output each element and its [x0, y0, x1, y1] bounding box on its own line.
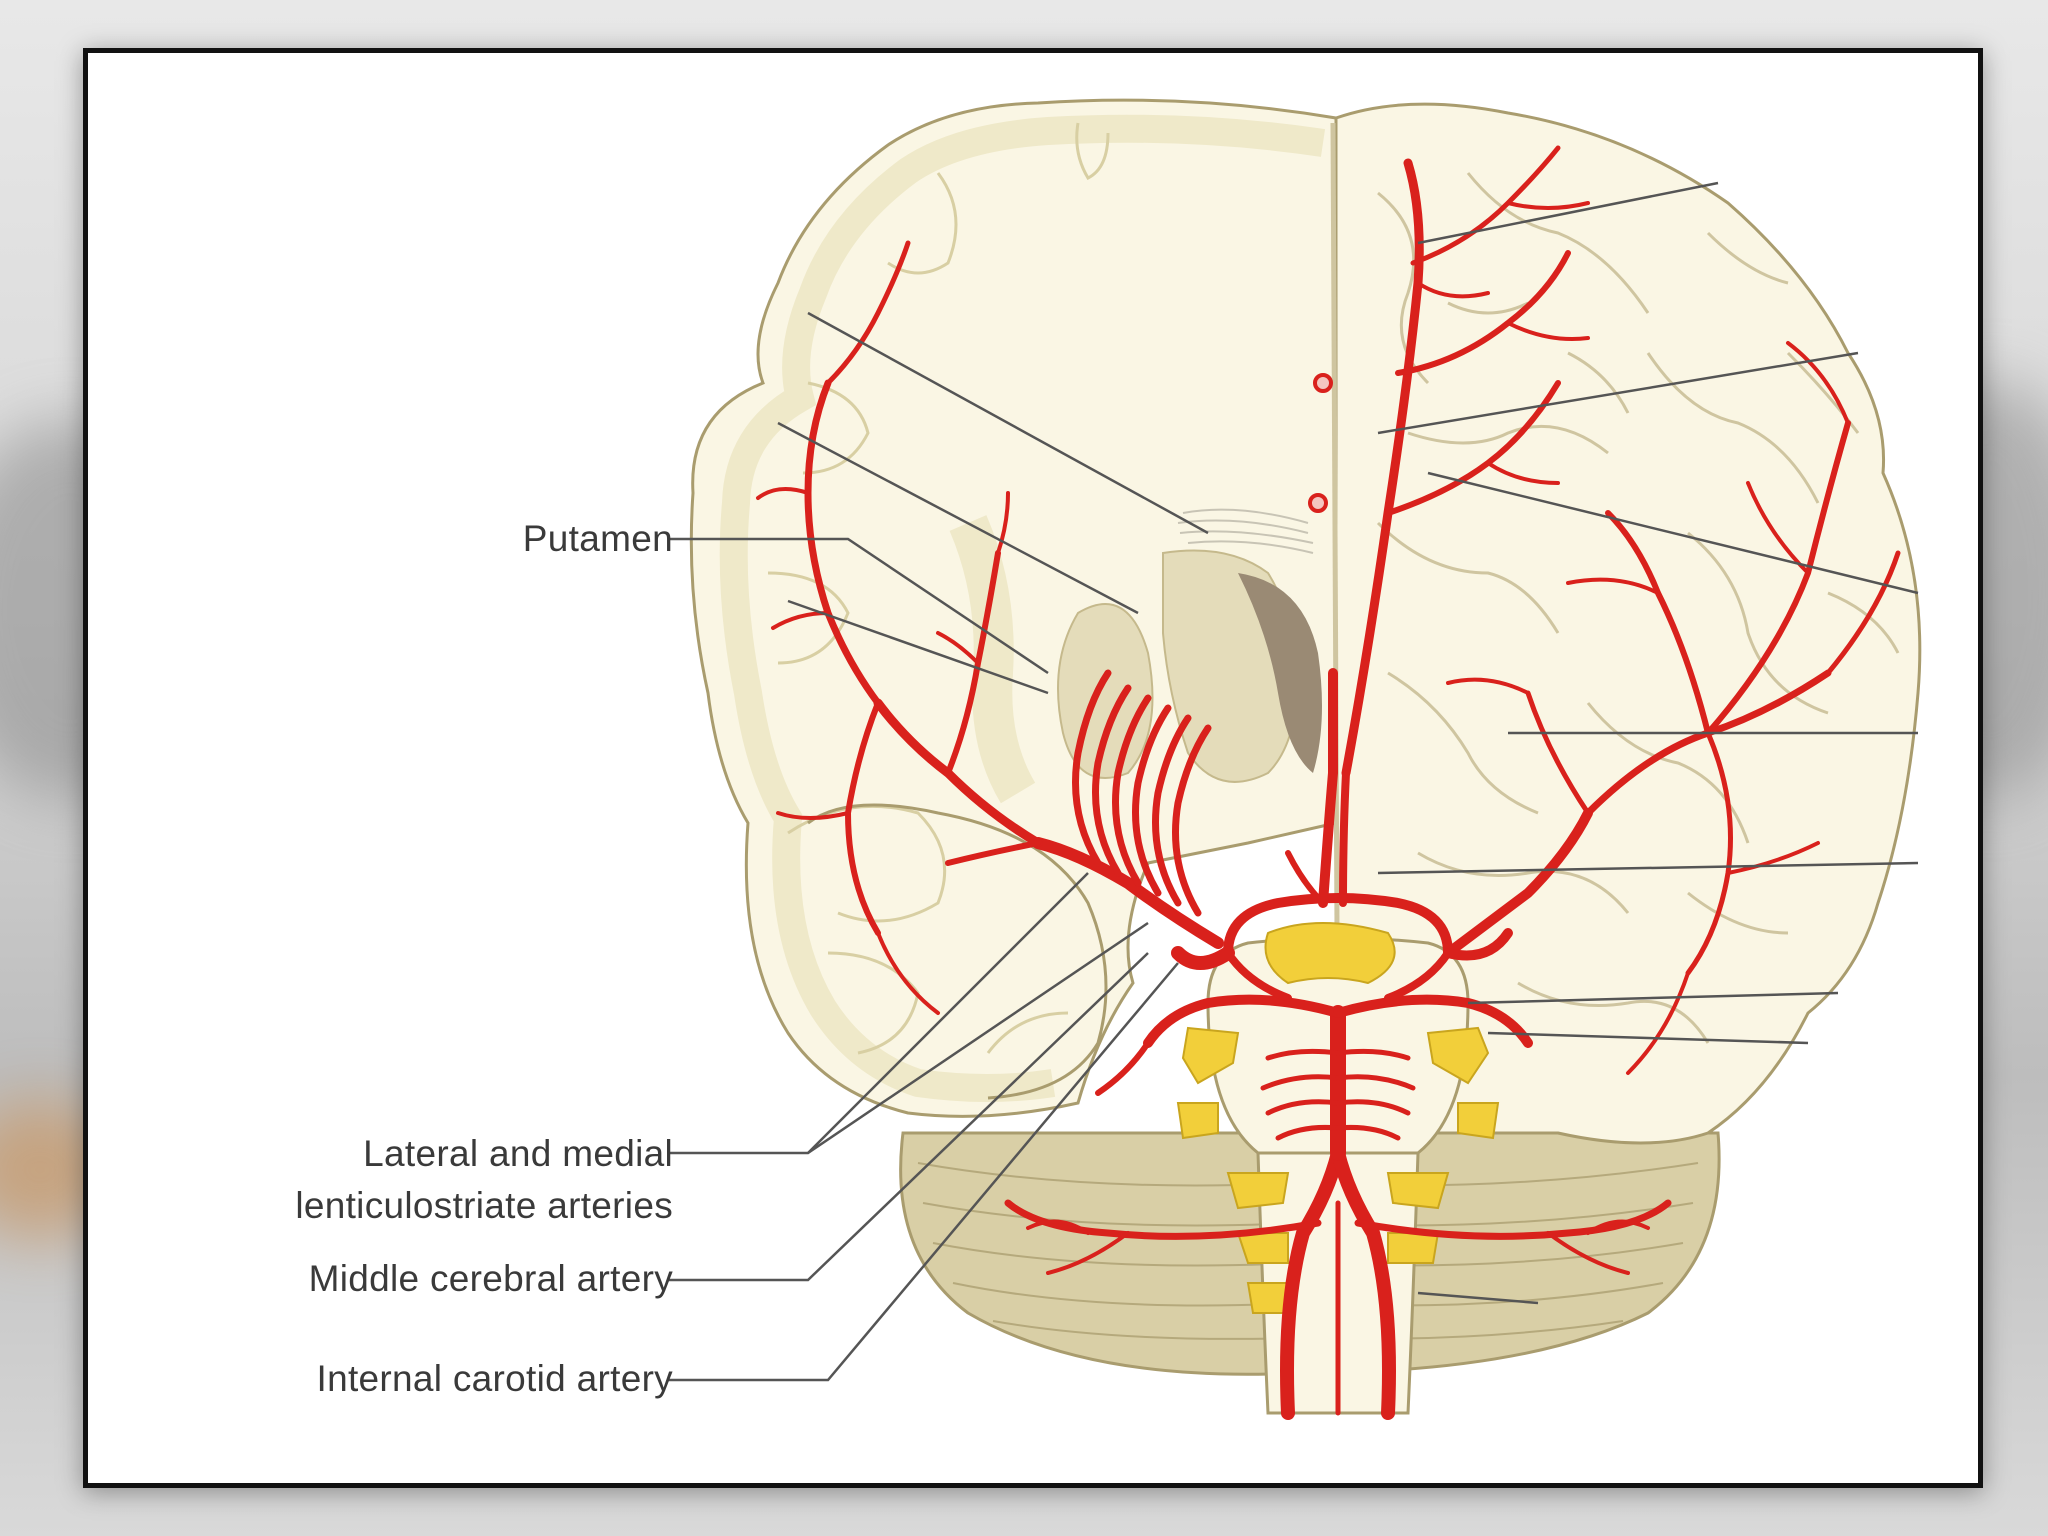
leader-internal-carotid — [668, 962, 1179, 1382]
label-lenticulostriate-line1: Lateral and medial — [363, 1133, 673, 1174]
leader-lenticulostriate-b — [807, 921, 1149, 1155]
internal-carotid-artery-left — [1171, 946, 1235, 970]
leader-middle-cerebral — [668, 952, 1149, 1282]
vessel-section-upper — [1313, 373, 1333, 393]
cerebellar-artery-left — [1004, 1199, 1322, 1240]
middle-cerebral-artery-right — [1443, 808, 1593, 958]
leader-lines — [668, 181, 1919, 1382]
lenticulostriate-arteries — [1072, 669, 1212, 917]
lateral-ventricle — [1238, 573, 1322, 773]
cranial-nerves — [1176, 922, 1500, 1314]
middle-cerebral-artery-left — [1032, 837, 1224, 949]
anterior-cerebral-artery — [1318, 668, 1338, 908]
vertebral-artery-right — [1331, 1146, 1396, 1420]
arteries — [756, 145, 1901, 1420]
label-lenticulostriate-line2: lenticulostriate arteries — [295, 1185, 673, 1226]
right-hemisphere — [1334, 102, 1922, 1145]
left-cortex-band — [719, 114, 1326, 1102]
leader-putamen — [668, 537, 1049, 675]
label-internal-carotid-artery: Internal carotid artery — [316, 1358, 673, 1399]
posterior-cerebral-right — [1333, 994, 1533, 1048]
corpus-callosum-fibers — [1177, 508, 1314, 554]
posterior-cerebral-left — [1143, 994, 1343, 1048]
vessel-section-lower — [1308, 493, 1328, 513]
cerebellar-artery-right — [1354, 1199, 1672, 1240]
temporal-lobe — [807, 803, 1108, 1100]
slide-frame: Putamen Lateral and medial lenticulostri… — [83, 48, 1983, 1488]
putamen-shape — [1057, 603, 1154, 779]
vertebral-artery-left — [1280, 1146, 1345, 1420]
brain-arteries-diagram — [668, 98, 1922, 1420]
circle-of-willis — [1223, 893, 1453, 958]
label-middle-cerebral-artery: Middle cerebral artery — [308, 1258, 673, 1299]
label-putamen: Putamen — [522, 518, 673, 559]
